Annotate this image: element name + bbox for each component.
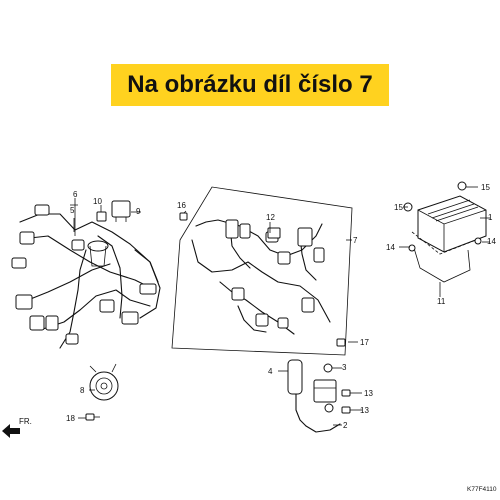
bolt-16: [179, 212, 188, 221]
main-wire-harness-left: [11, 204, 161, 349]
bolt-17: [336, 338, 346, 347]
callout-labels: 1 2 3 4 5 6 7 8 9 10 11 12 13 13 14 14 1…: [66, 183, 496, 430]
ecu-unit: [403, 181, 487, 297]
callout-7: 7: [353, 236, 358, 245]
ignition-coil-part: [287, 359, 351, 433]
callout-15a: 15: [394, 203, 403, 212]
callout-10: 10: [93, 197, 102, 206]
callout-5: 5: [70, 206, 75, 215]
direction-label: FR.: [19, 417, 32, 426]
harness-boundary: [171, 186, 353, 356]
main-wire-harness-7: [191, 219, 331, 335]
callout-3: 3: [342, 363, 347, 372]
callout-14b: 14: [487, 237, 496, 246]
part-number-banner: Na obrázku díl číslo 7: [111, 64, 389, 106]
banner-text: Na obrázku díl číslo 7: [127, 71, 373, 98]
relay-part: [96, 200, 131, 222]
callout-16: 16: [177, 201, 186, 210]
callout-2: 2: [343, 421, 348, 430]
callout-4: 4: [268, 367, 273, 376]
diagram-code: K77F4110: [467, 486, 497, 493]
front-direction-indicator: FR.: [2, 417, 32, 438]
callout-15b: 15: [481, 183, 490, 192]
callout-1: 1: [488, 213, 493, 222]
leader-lines: [70, 186, 490, 426]
callout-9: 9: [136, 207, 141, 216]
callout-11: 11: [437, 297, 446, 306]
callout-18: 18: [66, 414, 75, 423]
callout-8: 8: [80, 386, 85, 395]
callout-6: 6: [73, 190, 78, 199]
horn-part: [85, 363, 119, 421]
callout-13a: 13: [364, 389, 373, 398]
callout-14a: 14: [386, 243, 395, 252]
callout-17: 17: [360, 338, 369, 347]
callout-13b: 13: [360, 406, 369, 415]
callout-12: 12: [266, 213, 275, 222]
